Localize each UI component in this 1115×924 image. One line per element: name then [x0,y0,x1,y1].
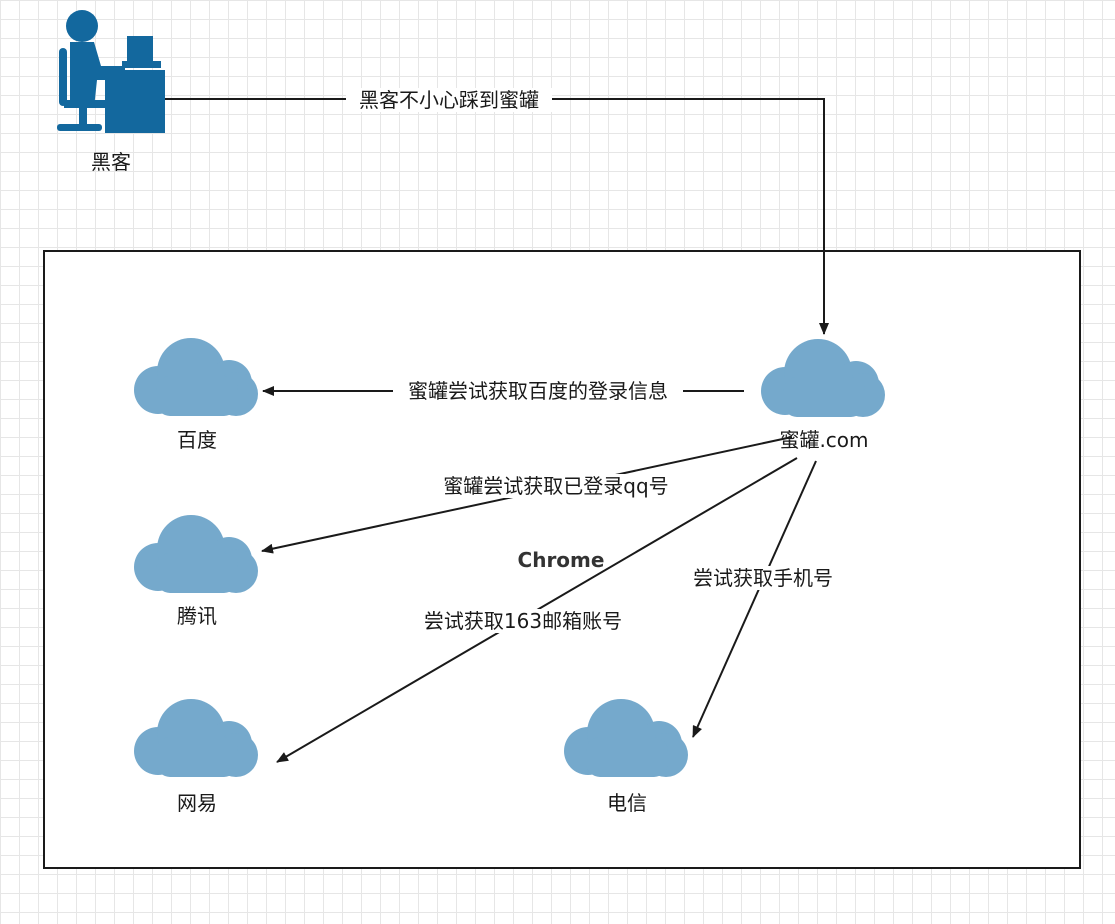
edge-label-honeypot-to-telecom: 尝试获取手机号 [693,566,833,590]
edge-label-bg [433,474,679,498]
hacker-at-computer-icon [57,10,165,133]
hacker-label: 黑客 [91,150,131,174]
edge-label-bg [346,88,552,112]
edge-label-bg [416,609,630,633]
edge-label-bg [684,566,842,590]
netease-label: 网易 [177,791,217,815]
tencent-label: 腾讯 [177,604,217,628]
edge-label-honeypot-to-tencent: 蜜罐尝试获取已登录qq号 [443,474,668,498]
edge-label-hacker-to-honeypot: 黑客不小心踩到蜜罐 [359,88,539,112]
baidu-label: 百度 [177,428,217,452]
edge-honeypot-to-telecom [692,460,817,738]
edge-label-bg [393,379,683,403]
edge-label-honeypot-to-baidu: 蜜罐尝试获取百度的登录信息 [408,379,668,403]
annotation-browser-label: Chrome [518,548,605,572]
honeypot-label: 蜜罐.com [779,428,868,452]
edge-label-honeypot-to-netease: 尝试获取163邮箱账号 [424,609,622,633]
telecom-label: 电信 [607,791,647,815]
